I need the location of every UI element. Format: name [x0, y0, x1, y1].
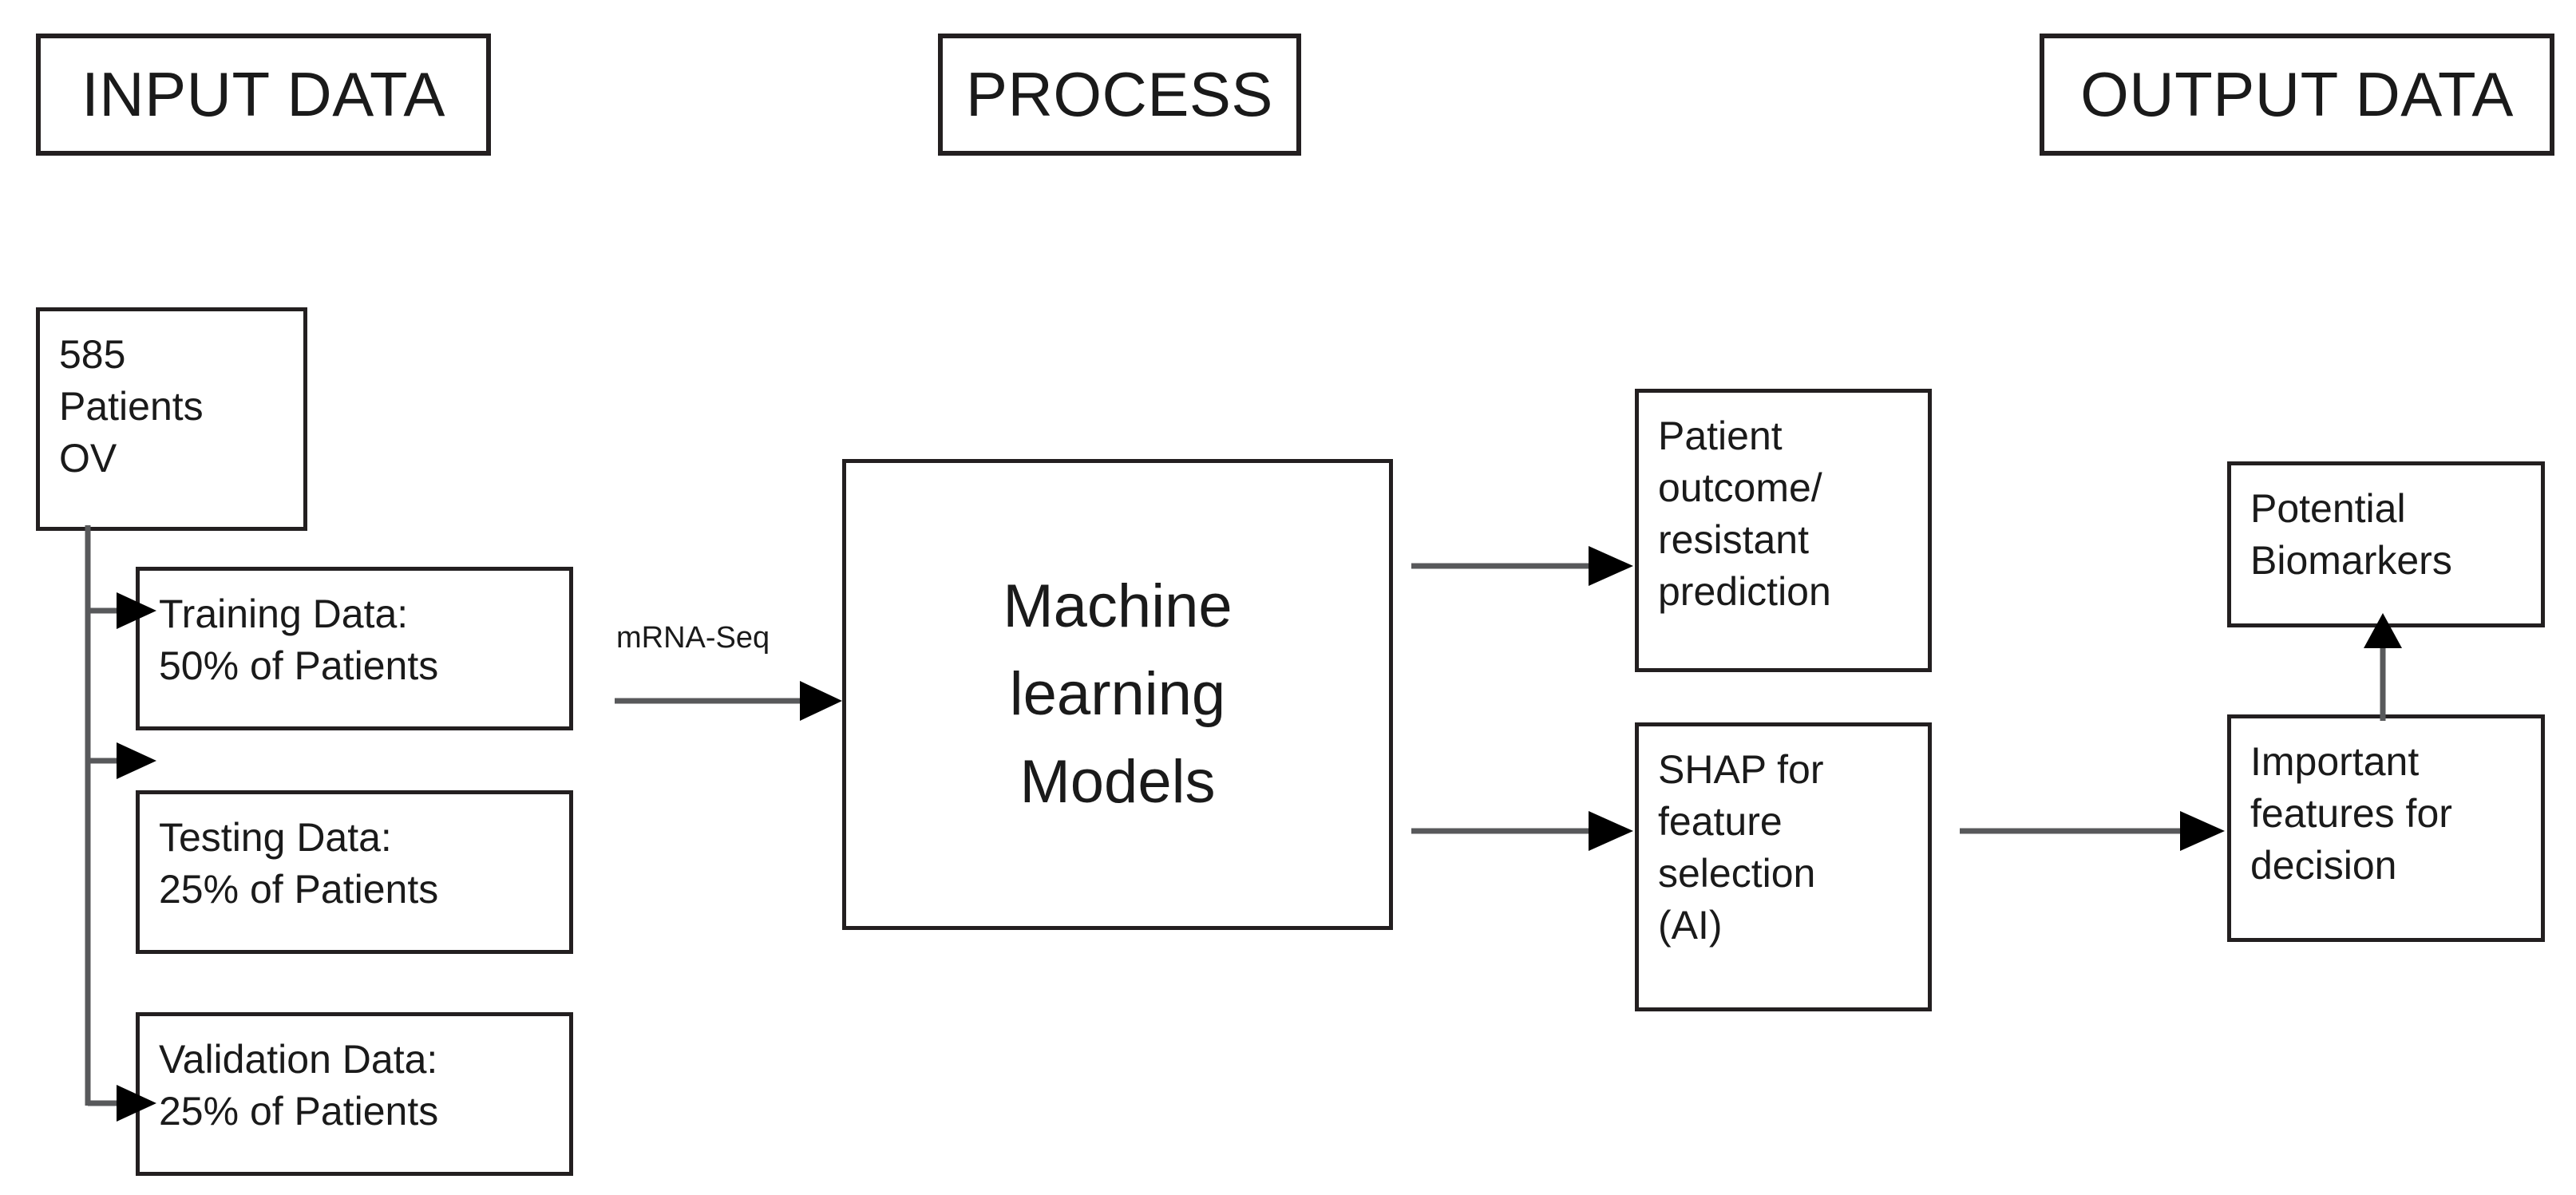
node-validation-data-label: Validation Data: 25% of Patients	[159, 1037, 439, 1134]
connector-shap-to-features	[1960, 806, 2235, 857]
node-training-data: Training Data: 50% of Patients	[136, 567, 573, 730]
node-patient-outcome-prediction-label: Patient outcome/ resistant prediction	[1658, 414, 1831, 614]
connector-models-to-shap	[1411, 806, 1643, 857]
header-output-data: OUTPUT DATA	[2040, 34, 2554, 156]
node-potential-biomarkers-label: Potential Biomarkers	[2250, 486, 2452, 583]
node-potential-biomarkers: Potential Biomarkers	[2227, 461, 2545, 627]
header-process-label: PROCESS	[966, 59, 1273, 129]
node-testing-data-label: Testing Data: 25% of Patients	[159, 815, 439, 912]
node-validation-data: Validation Data: 25% of Patients	[136, 1012, 573, 1176]
header-process: PROCESS	[938, 34, 1301, 156]
node-important-features-label: Important features for decision	[2250, 739, 2452, 888]
node-patient-outcome-prediction: Patient outcome/ resistant prediction	[1635, 389, 1932, 672]
node-patient-cohort-label: 585 Patients OV	[59, 332, 204, 481]
connector-cohort-to-splits	[0, 495, 208, 1157]
node-patient-cohort: 585 Patients OV	[36, 307, 307, 531]
header-input-data: INPUT DATA	[36, 34, 491, 156]
header-output-data-label: OUTPUT DATA	[2080, 59, 2514, 129]
node-training-data-label: Training Data: 50% of Patients	[159, 592, 439, 688]
connector-features-to-biomarkers	[2356, 613, 2412, 725]
node-important-features: Important features for decision	[2227, 714, 2545, 942]
node-machine-learning-models: Machine learning Models	[842, 459, 1393, 930]
node-shap-feature-selection: SHAP for feature selection (AI)	[1635, 722, 1932, 1011]
header-input-data-label: INPUT DATA	[81, 59, 445, 129]
edge-label-mrna-seq: mRNA-Seq	[616, 621, 770, 655]
node-shap-feature-selection-label: SHAP for feature selection (AI)	[1658, 747, 1824, 948]
node-testing-data: Testing Data: 25% of Patients	[136, 790, 573, 954]
node-machine-learning-models-label: Machine learning Models	[1003, 572, 1233, 817]
connector-models-to-prediction	[1411, 541, 1643, 592]
connector-mrna-seq-arrow	[615, 675, 846, 730]
